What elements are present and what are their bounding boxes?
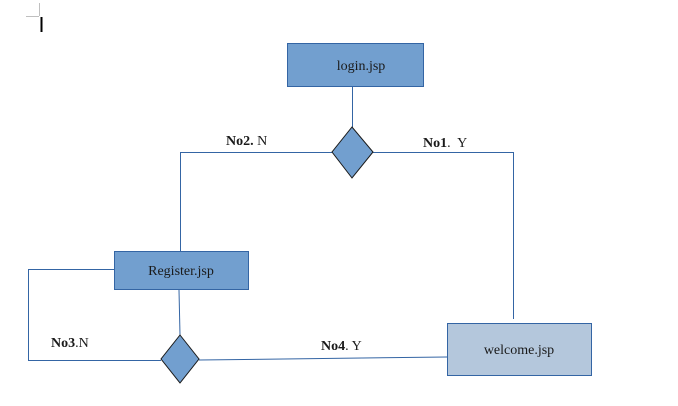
edge-label-no2-sep: . [250, 134, 254, 149]
edge-label-no3-answer: N [79, 336, 89, 351]
edge-label-no4-answer: Y [349, 339, 362, 354]
edge-label-no1-tag: No1 [423, 136, 447, 151]
edge-label-no2-answer: N [254, 134, 268, 149]
connector-decision1-to-register [180, 152, 332, 251]
edge-label-no3-tag: No3 [51, 336, 75, 351]
edge-label-no1-answer: Y [451, 136, 468, 151]
node-welcome[interactable]: welcome.jsp [447, 323, 592, 376]
edge-label-no1: No1. Y [423, 136, 467, 151]
decision-diamond-1[interactable] [331, 126, 374, 179]
connector-register-to-decision2 [178, 289, 181, 336]
node-welcome-box [447, 323, 592, 376]
node-register[interactable]: Register.jsp [114, 251, 249, 290]
edge-label-no4-tag: No4 [321, 339, 345, 354]
connector-decision2-to-register [28, 269, 161, 361]
edge-label-no1-sep: . [447, 136, 451, 151]
node-register-label: Register.jsp [148, 264, 214, 279]
node-register-box [114, 251, 249, 290]
connectors [28, 86, 514, 361]
page-corner-marks [26, 3, 40, 17]
edge-label-no2-tag: No2 [226, 134, 250, 149]
node-login-box [287, 43, 424, 87]
edge-label-no4: No4. Y [321, 339, 362, 354]
decision-diamond-2[interactable] [160, 334, 200, 384]
node-login-label: login.jsp [337, 59, 386, 74]
edge-label-no3-sep: . [75, 336, 79, 351]
edge-label-no4-sep: . [345, 339, 349, 354]
edge-label-no3: No3.N [51, 336, 89, 351]
node-welcome-label: welcome.jsp [484, 343, 554, 358]
node-login[interactable]: login.jsp [287, 43, 424, 87]
edge-label-no2: No2. N [226, 134, 267, 149]
connector-decision1-to-welcome [373, 152, 514, 319]
connector-decision2-to-welcome [198, 356, 448, 361]
